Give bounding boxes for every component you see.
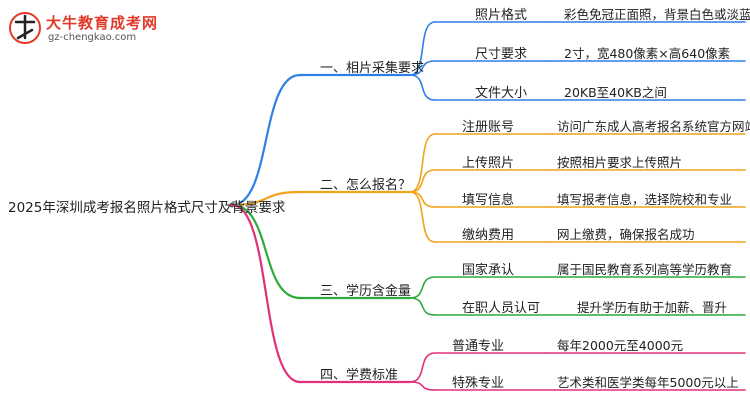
leaf-connector	[409, 352, 436, 383]
leaf-label: 尺寸要求	[475, 47, 528, 62]
logo-url: gz-chengkao.com	[48, 32, 137, 43]
leaf-connector	[409, 169, 436, 193]
leaf-connector	[409, 276, 436, 299]
leaf-connector	[409, 133, 436, 193]
leaf-description: 属于国民教育系列高等学历教育	[557, 262, 733, 277]
leaf-connector	[409, 191, 436, 208]
leaf-connector	[409, 60, 436, 76]
branch-label: 二、怎么报名？	[320, 178, 412, 193]
branch-label: 一、相片采集要求	[320, 61, 425, 76]
leaf-label: 上传照片	[462, 156, 515, 171]
leaf-description: 提升学历有助于加薪、晋升	[577, 300, 728, 315]
leaf-connector	[409, 381, 436, 391]
branch-label: 四、学费标准	[320, 368, 399, 383]
leaf-description: 每年2000元至4000元	[557, 338, 684, 353]
branch-connector	[230, 73, 302, 207]
branch-connector	[230, 203, 302, 300]
leaf-label: 文件大小	[475, 86, 528, 101]
leaf-connector	[409, 297, 436, 316]
leaf-description: 按照相片要求上传照片	[557, 155, 683, 170]
leaf-label: 在职人员认可	[462, 301, 541, 316]
leaf-connector	[409, 74, 436, 101]
logo-title: 大牛教育成考网	[46, 14, 159, 32]
leaf-label: 照片格式	[475, 8, 528, 23]
leaf-description: 访问广东成人高考报名系统官方网站	[557, 119, 750, 134]
leaf-label: 注册账号	[462, 120, 515, 135]
leaf-description: 填写报考信息，选择院校和专业	[557, 192, 733, 207]
leaf-label: 填写信息	[462, 193, 515, 208]
leaf-label: 缴纳费用	[462, 228, 515, 243]
leaf-description: 网上缴费，确保报名成功	[557, 227, 695, 242]
logo: 大牛教育成考网 gz-chengkao.com	[8, 10, 178, 48]
branch-label: 三、学历含金量	[320, 284, 412, 299]
leaf-label: 特殊专业	[452, 376, 505, 391]
leaf-description: 艺术类和医学类每年5000元以上	[557, 375, 739, 390]
leaf-connector	[409, 21, 436, 76]
mindmap-root-label: 2025年深圳成考报名照片格式尺寸及背景要求	[8, 200, 286, 216]
branch-connector	[230, 190, 302, 207]
logo-mark-icon	[9, 12, 41, 44]
leaf-connector	[409, 191, 436, 243]
leaf-description: 20KB至40KB之间	[564, 85, 667, 100]
leaf-description: 2寸，宽480像素×高640像素	[564, 46, 731, 61]
branch-connector	[230, 203, 302, 384]
leaf-label: 国家承认	[462, 263, 515, 278]
leaf-description: 彩色免冠正面照，背景白色或淡蓝色	[564, 7, 750, 22]
leaf-label: 普通专业	[452, 339, 505, 354]
